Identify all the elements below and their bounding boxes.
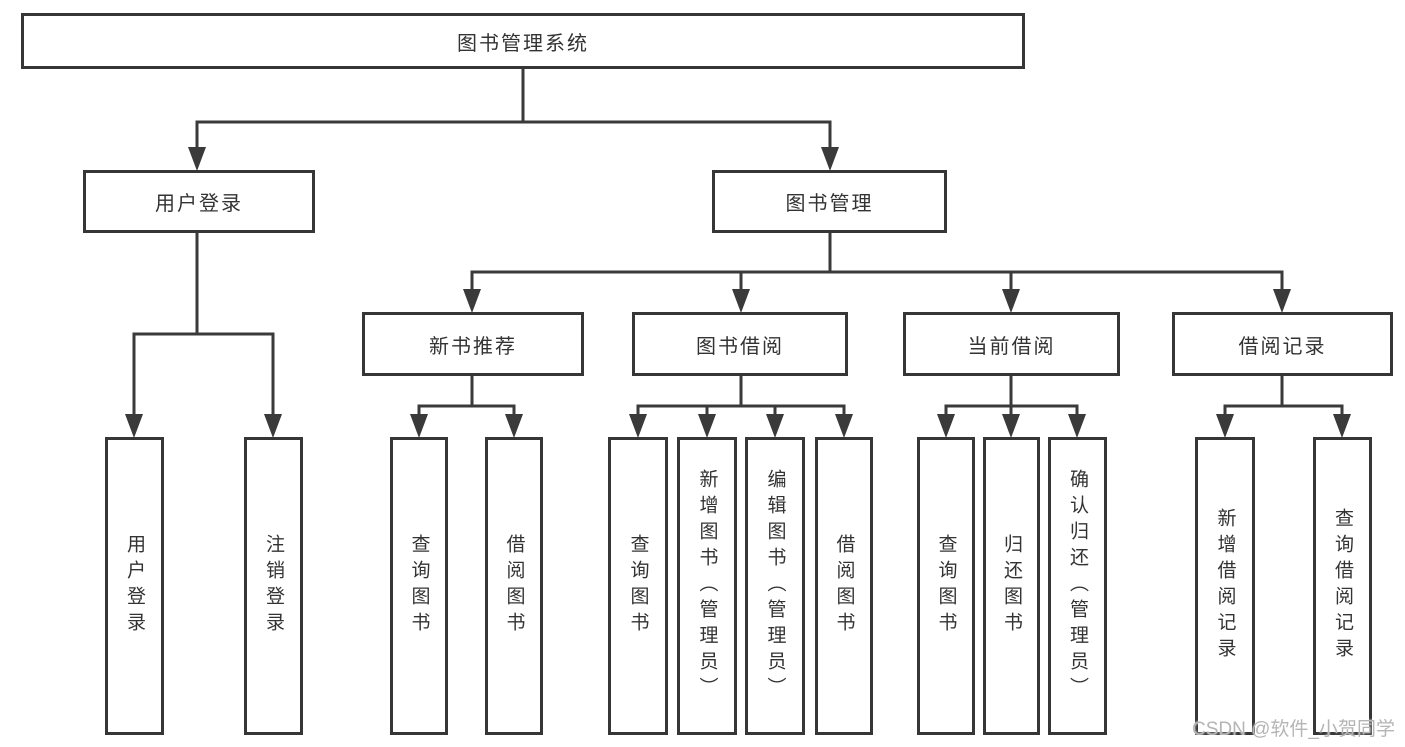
- node-user-login: 用户登录: [83, 170, 315, 233]
- leaf-query-books-current: 查询图书: [917, 437, 975, 735]
- node-book-borrow-label: 图书借阅: [696, 335, 784, 358]
- node-new-book-recommend-label: 新书推荐: [429, 335, 517, 358]
- node-borrow-records-label: 借阅记录: [1238, 335, 1327, 358]
- connector-line: [195, 120, 832, 150]
- connector-line: [944, 376, 1079, 416]
- leaf-borrow-books: 借阅图书: [815, 437, 873, 735]
- arrow-down-icon: [1002, 289, 1020, 313]
- arrow-down-icon: [264, 414, 282, 438]
- node-book-management-label: 图书管理: [785, 193, 874, 215]
- leaf-edit-book-admin: 编辑图书（管理员）: [745, 437, 805, 735]
- node-book-borrow: 图书借阅: [632, 312, 848, 376]
- node-library-system: 图书管理系统: [21, 13, 1025, 69]
- leaf-query-borrow-record-label: 查询借阅记录: [1332, 508, 1353, 664]
- leaf-query-books-borrow-label: 查询图书: [627, 534, 649, 638]
- node-borrow-records: 借阅记录: [1172, 312, 1393, 376]
- leaf-query-books-borrow: 查询图书: [608, 437, 668, 735]
- leaf-borrow-books-label: 借阅图书: [833, 534, 855, 638]
- watermark: CSDN @软件_小贺同学: [1192, 719, 1395, 740]
- connector-line: [417, 376, 516, 416]
- arrow-down-icon: [766, 414, 784, 438]
- leaf-add-book-admin: 新增图书（管理员）: [677, 437, 737, 735]
- arrow-down-icon: [463, 289, 481, 313]
- leaf-query-books-newbook-label: 查询图书: [408, 534, 430, 638]
- leaf-borrow-books-newbook-label: 借阅图书: [503, 534, 525, 638]
- node-new-book-recommend: 新书推荐: [362, 312, 584, 376]
- leaf-add-book-admin-label: 新增图书（管理员）: [696, 469, 718, 703]
- node-library-system-label: 图书管理系统: [457, 32, 589, 55]
- leaf-logout-login: 注销登录: [244, 437, 303, 735]
- arrow-down-icon: [188, 147, 206, 171]
- arrow-down-icon: [505, 414, 523, 438]
- node-current-borrow: 当前借阅: [903, 312, 1120, 376]
- arrow-down-icon: [1333, 414, 1351, 438]
- arrow-down-icon: [125, 414, 143, 438]
- arrowheads: [125, 147, 1351, 438]
- leaf-add-borrow-record-label: 新增借阅记录: [1214, 508, 1236, 664]
- arrow-down-icon: [410, 414, 428, 438]
- leaf-return-books-label: 归还图书: [1001, 534, 1022, 638]
- node-book-management: 图书管理: [712, 170, 947, 233]
- leaf-query-books-current-label: 查询图书: [935, 534, 957, 638]
- leaf-confirm-return-admin: 确认归还（管理员）: [1048, 437, 1107, 735]
- arrow-down-icon: [1216, 414, 1234, 438]
- arrow-down-icon: [732, 289, 750, 313]
- leaf-user-login-label: 用户登录: [124, 534, 145, 638]
- leaf-query-books-newbook: 查询图书: [390, 437, 448, 735]
- leaf-logout-login-label: 注销登录: [263, 534, 284, 638]
- arrow-down-icon: [821, 147, 839, 171]
- connector-line: [470, 232, 1284, 291]
- connector-line: [132, 232, 275, 416]
- connector-lines: [132, 69, 1344, 416]
- leaf-confirm-return-admin-label: 确认归还（管理员）: [1067, 469, 1088, 703]
- connector-line: [1223, 376, 1344, 416]
- leaf-borrow-books-newbook: 借阅图书: [485, 437, 543, 735]
- node-user-login-label: 用户登录: [155, 193, 243, 215]
- arrow-down-icon: [1068, 414, 1086, 438]
- leaf-return-books: 归还图书: [983, 437, 1040, 735]
- arrow-down-icon: [1002, 414, 1020, 438]
- arrow-down-icon: [937, 414, 955, 438]
- arrow-down-icon: [1273, 289, 1291, 313]
- leaf-query-borrow-record: 查询借阅记录: [1313, 437, 1372, 735]
- arrow-down-icon: [698, 414, 716, 438]
- node-current-borrow-label: 当前借阅: [967, 335, 1056, 358]
- leaf-add-borrow-record: 新增借阅记录: [1195, 437, 1255, 735]
- arrow-down-icon: [629, 414, 647, 438]
- leaf-user-login: 用户登录: [105, 437, 164, 735]
- connector-line: [636, 376, 846, 416]
- leaf-edit-book-admin-label: 编辑图书（管理员）: [764, 469, 786, 703]
- arrow-down-icon: [835, 414, 853, 438]
